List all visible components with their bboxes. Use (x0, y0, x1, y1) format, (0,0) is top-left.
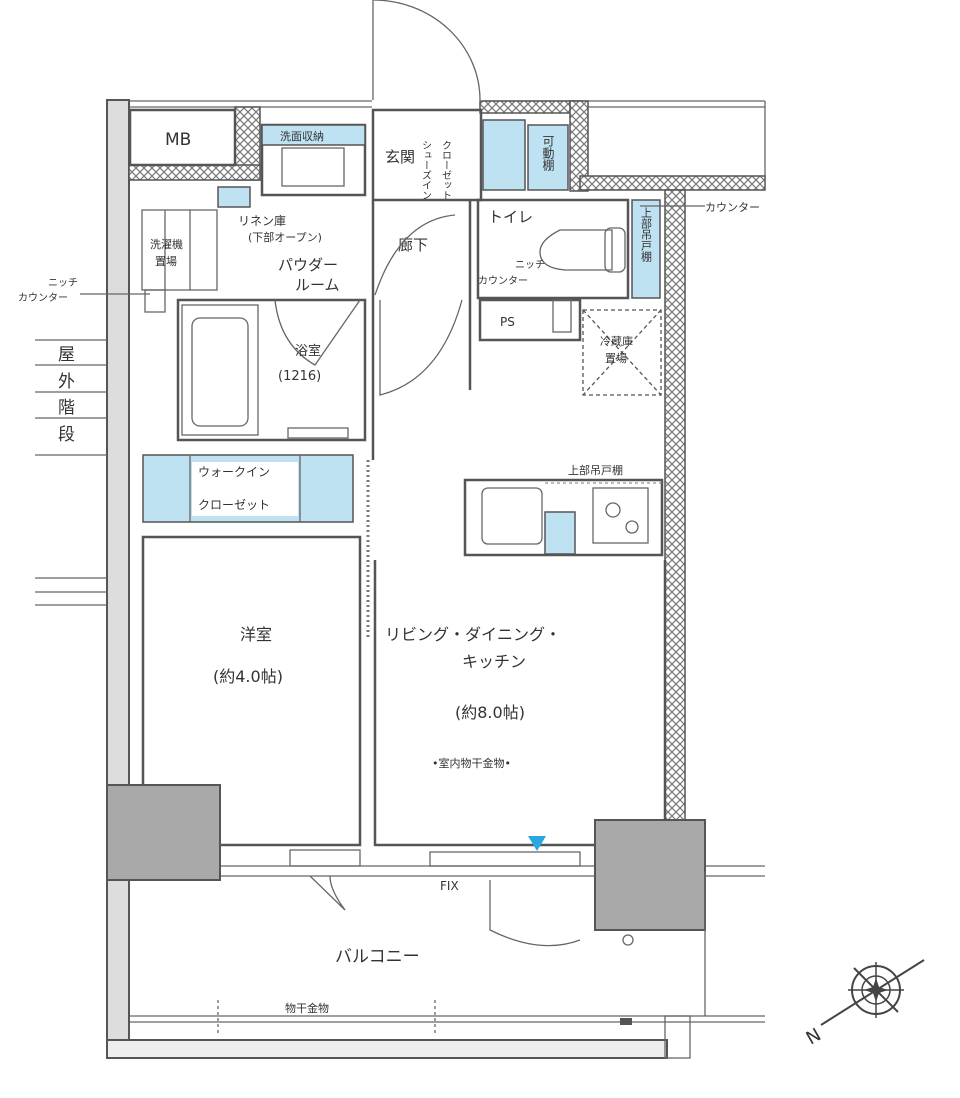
linen-label-2: (下部オープン) (248, 230, 322, 244)
bathroom-door[interactable] (274, 299, 361, 366)
niche-counter-left-label-2: カウンター (18, 292, 68, 304)
western-room-label: 洋室 (240, 625, 272, 644)
toilet-upper-cabinet-label: 上部吊戸棚 (640, 207, 653, 263)
ldk-label-1: リビング・ダイニング・ (385, 625, 561, 644)
indoor-drying-label: •室内物干金物• (432, 756, 511, 770)
niche-counter-toilet-label-2: カウンター (478, 275, 528, 287)
washroom-storage-blue (261, 124, 366, 146)
laundry-label-1: 洗濯機 (150, 237, 183, 251)
marker-triangle-icon (528, 836, 546, 851)
ldk-label-2: キッチン (462, 652, 526, 671)
stove-icon (592, 487, 649, 544)
stairs-char-1: 屋 (58, 345, 75, 365)
balcony-rail (130, 1000, 765, 1059)
bath-label: 浴室 (295, 343, 321, 359)
western-room-size: (約4.0帖) (213, 667, 283, 686)
column-right (594, 819, 706, 931)
toilet-room (476, 198, 630, 300)
powder-room-label-1: パウダー (278, 256, 338, 274)
movable-shelf (527, 124, 569, 191)
fix-label: FIX (440, 879, 459, 893)
hallway-label: 廊下 (398, 236, 428, 254)
fridge-space (582, 309, 662, 396)
kitchen-upper-cabinet-label: 上部吊戸棚 (568, 463, 623, 477)
kitchen-storage (544, 511, 576, 555)
ldk-size: (約8.0帖) (455, 703, 525, 722)
balcony-doors[interactable] (289, 849, 581, 947)
toilet-upper-cabinet (631, 199, 661, 299)
pipe-space (478, 298, 582, 342)
counter-label: カウンター (705, 201, 760, 214)
bathtub-icon (181, 304, 349, 439)
bath-size-label: (1216) (278, 369, 321, 384)
sink-icon (481, 487, 543, 545)
left-outer-wall (106, 99, 130, 1059)
mb-box (128, 108, 237, 167)
fridge-label-2: 置場 (605, 352, 627, 365)
balcony-label: バルコニー (335, 947, 420, 967)
compass-rose-icon: N (803, 959, 925, 1049)
shoes-closet (482, 119, 526, 191)
washing-machine-box (281, 147, 345, 187)
column-left (106, 784, 221, 881)
linen-label-1: リネン庫 (238, 214, 286, 228)
entrance-area (371, 108, 483, 202)
niche-counter-left-label-1: ニッチ (48, 277, 78, 289)
movable-shelf-label: 可動棚 (541, 135, 555, 172)
wic-label-1: ウォークイン (198, 465, 270, 479)
wic-label-2: クローゼット (198, 498, 270, 512)
drying-hardware-label: 物干金物 (285, 1001, 329, 1015)
ps-label: PS (500, 315, 515, 329)
toilet-label: トイレ (488, 208, 533, 226)
compass-north-label: N (803, 1024, 825, 1049)
stairs-char-2: 外 (58, 372, 75, 392)
laundry-label-2: 置場 (155, 255, 177, 268)
linen-closet (217, 186, 251, 208)
shoes-closet-label-1: シューズイン (420, 140, 432, 200)
washroom-storage-label: 洗面収納 (280, 130, 324, 143)
western-room (141, 535, 362, 847)
bathroom (176, 298, 367, 442)
fridge-label-1: 冷蔵庫 (600, 334, 633, 348)
stairs-char-4: 段 (58, 425, 75, 445)
bottom-outer-wall (106, 1039, 668, 1059)
ldk-room (373, 560, 667, 847)
entrance-door[interactable] (372, 0, 481, 101)
hatched-walls (128, 100, 766, 836)
kitchen-counter (463, 478, 664, 557)
powder-room-label-2: ルーム (295, 276, 340, 294)
shoes-closet-label-2: クローゼット (440, 140, 452, 200)
stairs-char-3: 階 (58, 398, 75, 418)
toilet-bowl-icon (539, 227, 626, 273)
entrance-label: 玄関 (385, 148, 415, 166)
outdoor-stairs: 屋 外 階 段 (35, 339, 107, 606)
niche-counter-toilet-label-1: ニッチ (515, 259, 545, 271)
hallway-doors[interactable] (374, 214, 463, 396)
laundry-area (141, 209, 218, 313)
mb-label: MB (165, 130, 191, 150)
